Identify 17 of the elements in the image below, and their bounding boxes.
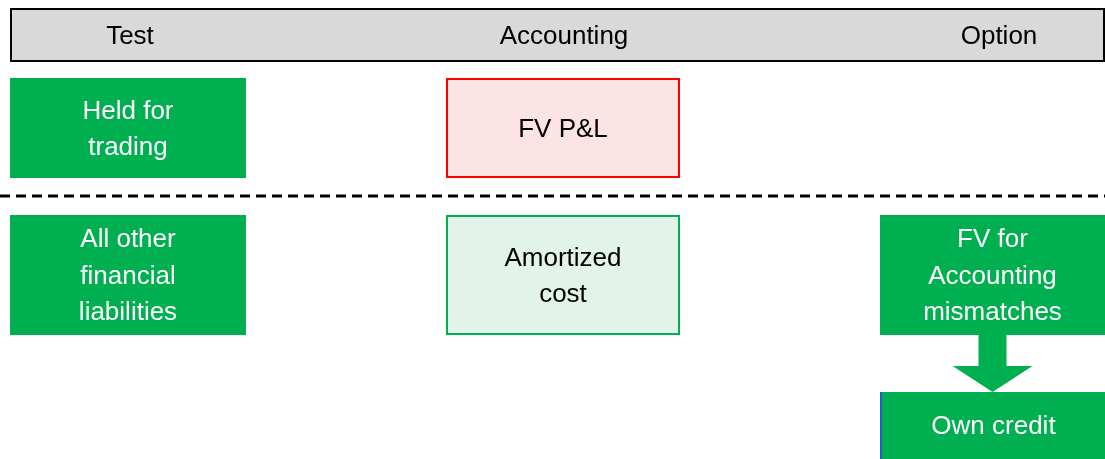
option-box — [880, 215, 1105, 335]
box-label: Held for trading — [81, 93, 175, 163]
box-label: Own credit — [930, 409, 1057, 443]
column-heading: Test — [106, 20, 154, 50]
accounting-box — [446, 78, 680, 178]
box-label: All other financial liabilities — [77, 222, 179, 329]
option-box — [880, 392, 1105, 459]
column-heading: Accounting — [499, 20, 629, 50]
arrow — [952, 335, 1033, 392]
box-label: FV P&L — [517, 111, 609, 145]
test-box — [10, 78, 246, 178]
column-heading: Option — [960, 20, 1038, 50]
accounting-box — [446, 215, 680, 335]
box-label: FV for Accounting mismatches — [922, 222, 1063, 329]
header-bar — [10, 8, 1105, 62]
box-label: Amortized cost — [503, 240, 623, 310]
test-box — [10, 215, 246, 335]
